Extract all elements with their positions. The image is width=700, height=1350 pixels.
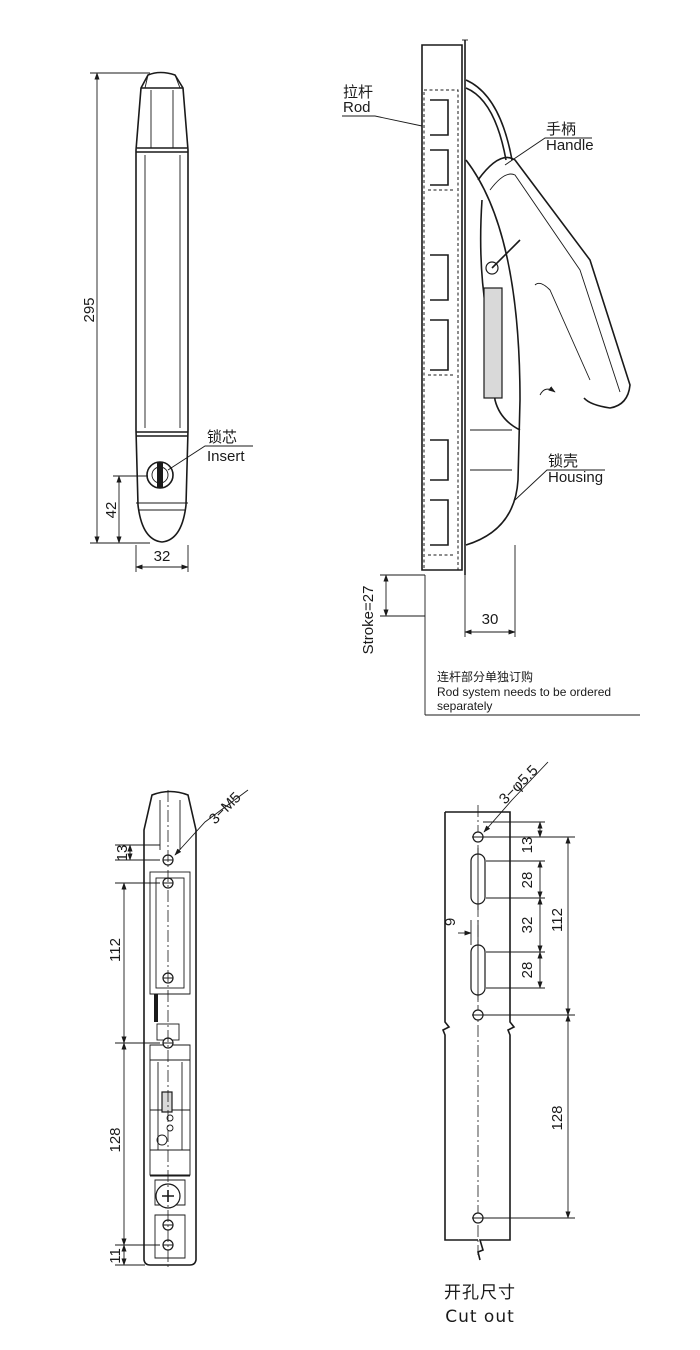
handle-label-cn: 手柄 <box>546 121 576 138</box>
handle-rear-body <box>143 790 197 1266</box>
handle-label-en: Handle <box>546 137 594 154</box>
cut-dim-gap: 32 <box>519 917 536 934</box>
rear-dim-upper: 112 <box>107 938 124 962</box>
cutout-view: 3−φ5.5 13 28 32 28 112 128 9 开孔尺寸 Cut ou… <box>441 761 575 1327</box>
screw-spec: 3−M5 <box>206 789 245 828</box>
rod-note-en-1: Rod system needs to be ordered <box>437 685 611 699</box>
rod-note-en-2: separately <box>437 699 492 713</box>
dim-stroke: Stroke=27 <box>360 586 377 655</box>
rear-view: 3−M5 13 112 128 11 <box>107 789 249 1270</box>
rear-dim-lower: 128 <box>107 1127 124 1152</box>
cut-dim-slot1: 28 <box>519 872 536 889</box>
rear-dim-top: 13 <box>114 845 131 862</box>
insert-label-en: Insert <box>207 448 245 465</box>
housing-label-en: Housing <box>548 469 603 486</box>
cut-dim-upper: 112 <box>549 908 566 932</box>
handle-front-body <box>135 71 189 543</box>
side-view: 拉杆 Rod 手柄 Handle 锁壳 Housing Stroke=27 30… <box>342 39 640 716</box>
cut-dim-top: 13 <box>519 837 536 854</box>
rear-dim-bottom: 11 <box>107 1248 124 1264</box>
front-view: 295 42 32 锁芯 Insert <box>81 71 253 572</box>
rod-label-cn: 拉杆 <box>343 84 373 101</box>
cut-dim-slot2: 28 <box>519 962 536 979</box>
dim-insert-height: 42 <box>103 502 120 519</box>
lock-insert <box>146 461 174 489</box>
rod-note-cn: 连杆部分单独订购 <box>437 669 533 684</box>
cutout-caption-en: Cut out <box>445 1307 515 1327</box>
housing-label-cn: 锁壳 <box>548 453 578 470</box>
cutout-caption-cn: 开孔尺寸 <box>444 1283 516 1303</box>
handle-side <box>465 79 631 431</box>
door-panel <box>421 39 468 575</box>
dim-depth: 30 <box>482 611 499 628</box>
hole-spec: 3−φ5.5 <box>496 762 542 808</box>
cut-dim-lower: 128 <box>549 1105 566 1130</box>
cut-dim-offset: 9 <box>442 918 459 926</box>
rod-label-en: Rod <box>343 99 371 116</box>
rod <box>423 89 459 571</box>
insert-label-cn: 锁芯 <box>207 429 237 446</box>
dim-overall-height: 295 <box>81 297 98 322</box>
cutout-holes <box>470 831 486 1224</box>
dim-width: 32 <box>154 548 171 565</box>
housing-side <box>465 159 521 546</box>
